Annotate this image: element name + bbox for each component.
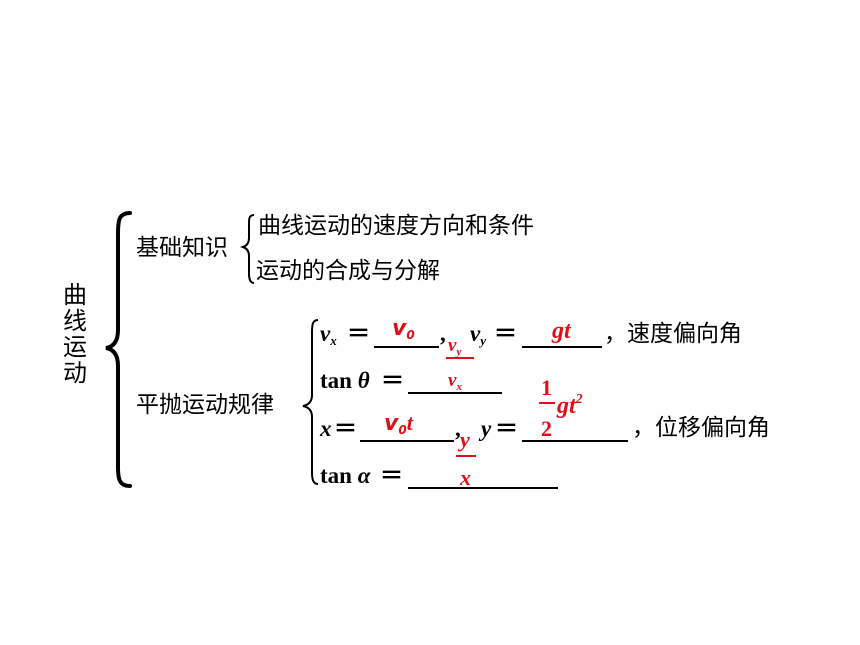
vy-answer: gt [552, 318, 571, 344]
tan-alpha-blank [408, 487, 558, 489]
comma: , [440, 321, 446, 346]
projectile-brace [302, 319, 319, 485]
fraction-bar [446, 357, 474, 359]
tan-theta-numerator: vy [448, 335, 462, 358]
equals-sign: ＝ [381, 368, 404, 393]
basics-item: 运动的合成与分解 [256, 258, 440, 284]
tan-alpha-numerator: y [460, 427, 470, 452]
vy-blank [522, 346, 602, 348]
comma: , [455, 416, 461, 441]
row3-suffix: ，位移偏向角 [632, 415, 770, 441]
main-brace [105, 211, 132, 488]
y-blank [522, 440, 628, 442]
equals-sign: ＝ [494, 321, 517, 346]
gt-squared: gt2 [557, 392, 583, 419]
x-label: x [320, 416, 332, 441]
x-answer: v0t [384, 410, 413, 437]
basics-item: 曲线运动的速度方向和条件 [258, 213, 534, 239]
half-numerator: 1 [541, 375, 552, 400]
x-blank [360, 440, 454, 442]
half-fraction-bar [539, 402, 555, 404]
title-char: 运 [63, 333, 87, 361]
basics-brace [239, 214, 255, 284]
row1-suffix: ，速度偏向角 [604, 321, 742, 347]
tan-alpha-denominator: x [460, 465, 471, 490]
tan-alpha-label: tan α [320, 463, 371, 488]
tan-theta-label: tan θ [320, 368, 370, 393]
equals-sign: ＝ [495, 416, 518, 441]
vx-answer: v0 [392, 316, 415, 342]
title-char: 线 [63, 307, 87, 335]
basics-label: 基础知识 [136, 235, 228, 261]
half-denominator: 2 [541, 416, 552, 441]
title-char: 动 [63, 359, 87, 387]
vx-label: vx [320, 321, 337, 348]
vx-blank [374, 346, 439, 348]
vy-label: vy [470, 321, 486, 348]
title-char: 曲 [63, 281, 87, 309]
equals-sign: ＝ [334, 416, 357, 441]
projectile-label: 平抛运动规律 [136, 392, 274, 418]
vertical-title: 曲 线 运 动 [63, 282, 87, 386]
tan-theta-denominator: vx [448, 370, 462, 393]
tan-theta-blank [408, 392, 502, 394]
tan-alpha-fraction-bar [456, 455, 476, 457]
equals-sign: ＝ [347, 321, 370, 346]
y-label: y [481, 416, 492, 441]
equals-sign: ＝ [380, 463, 403, 488]
